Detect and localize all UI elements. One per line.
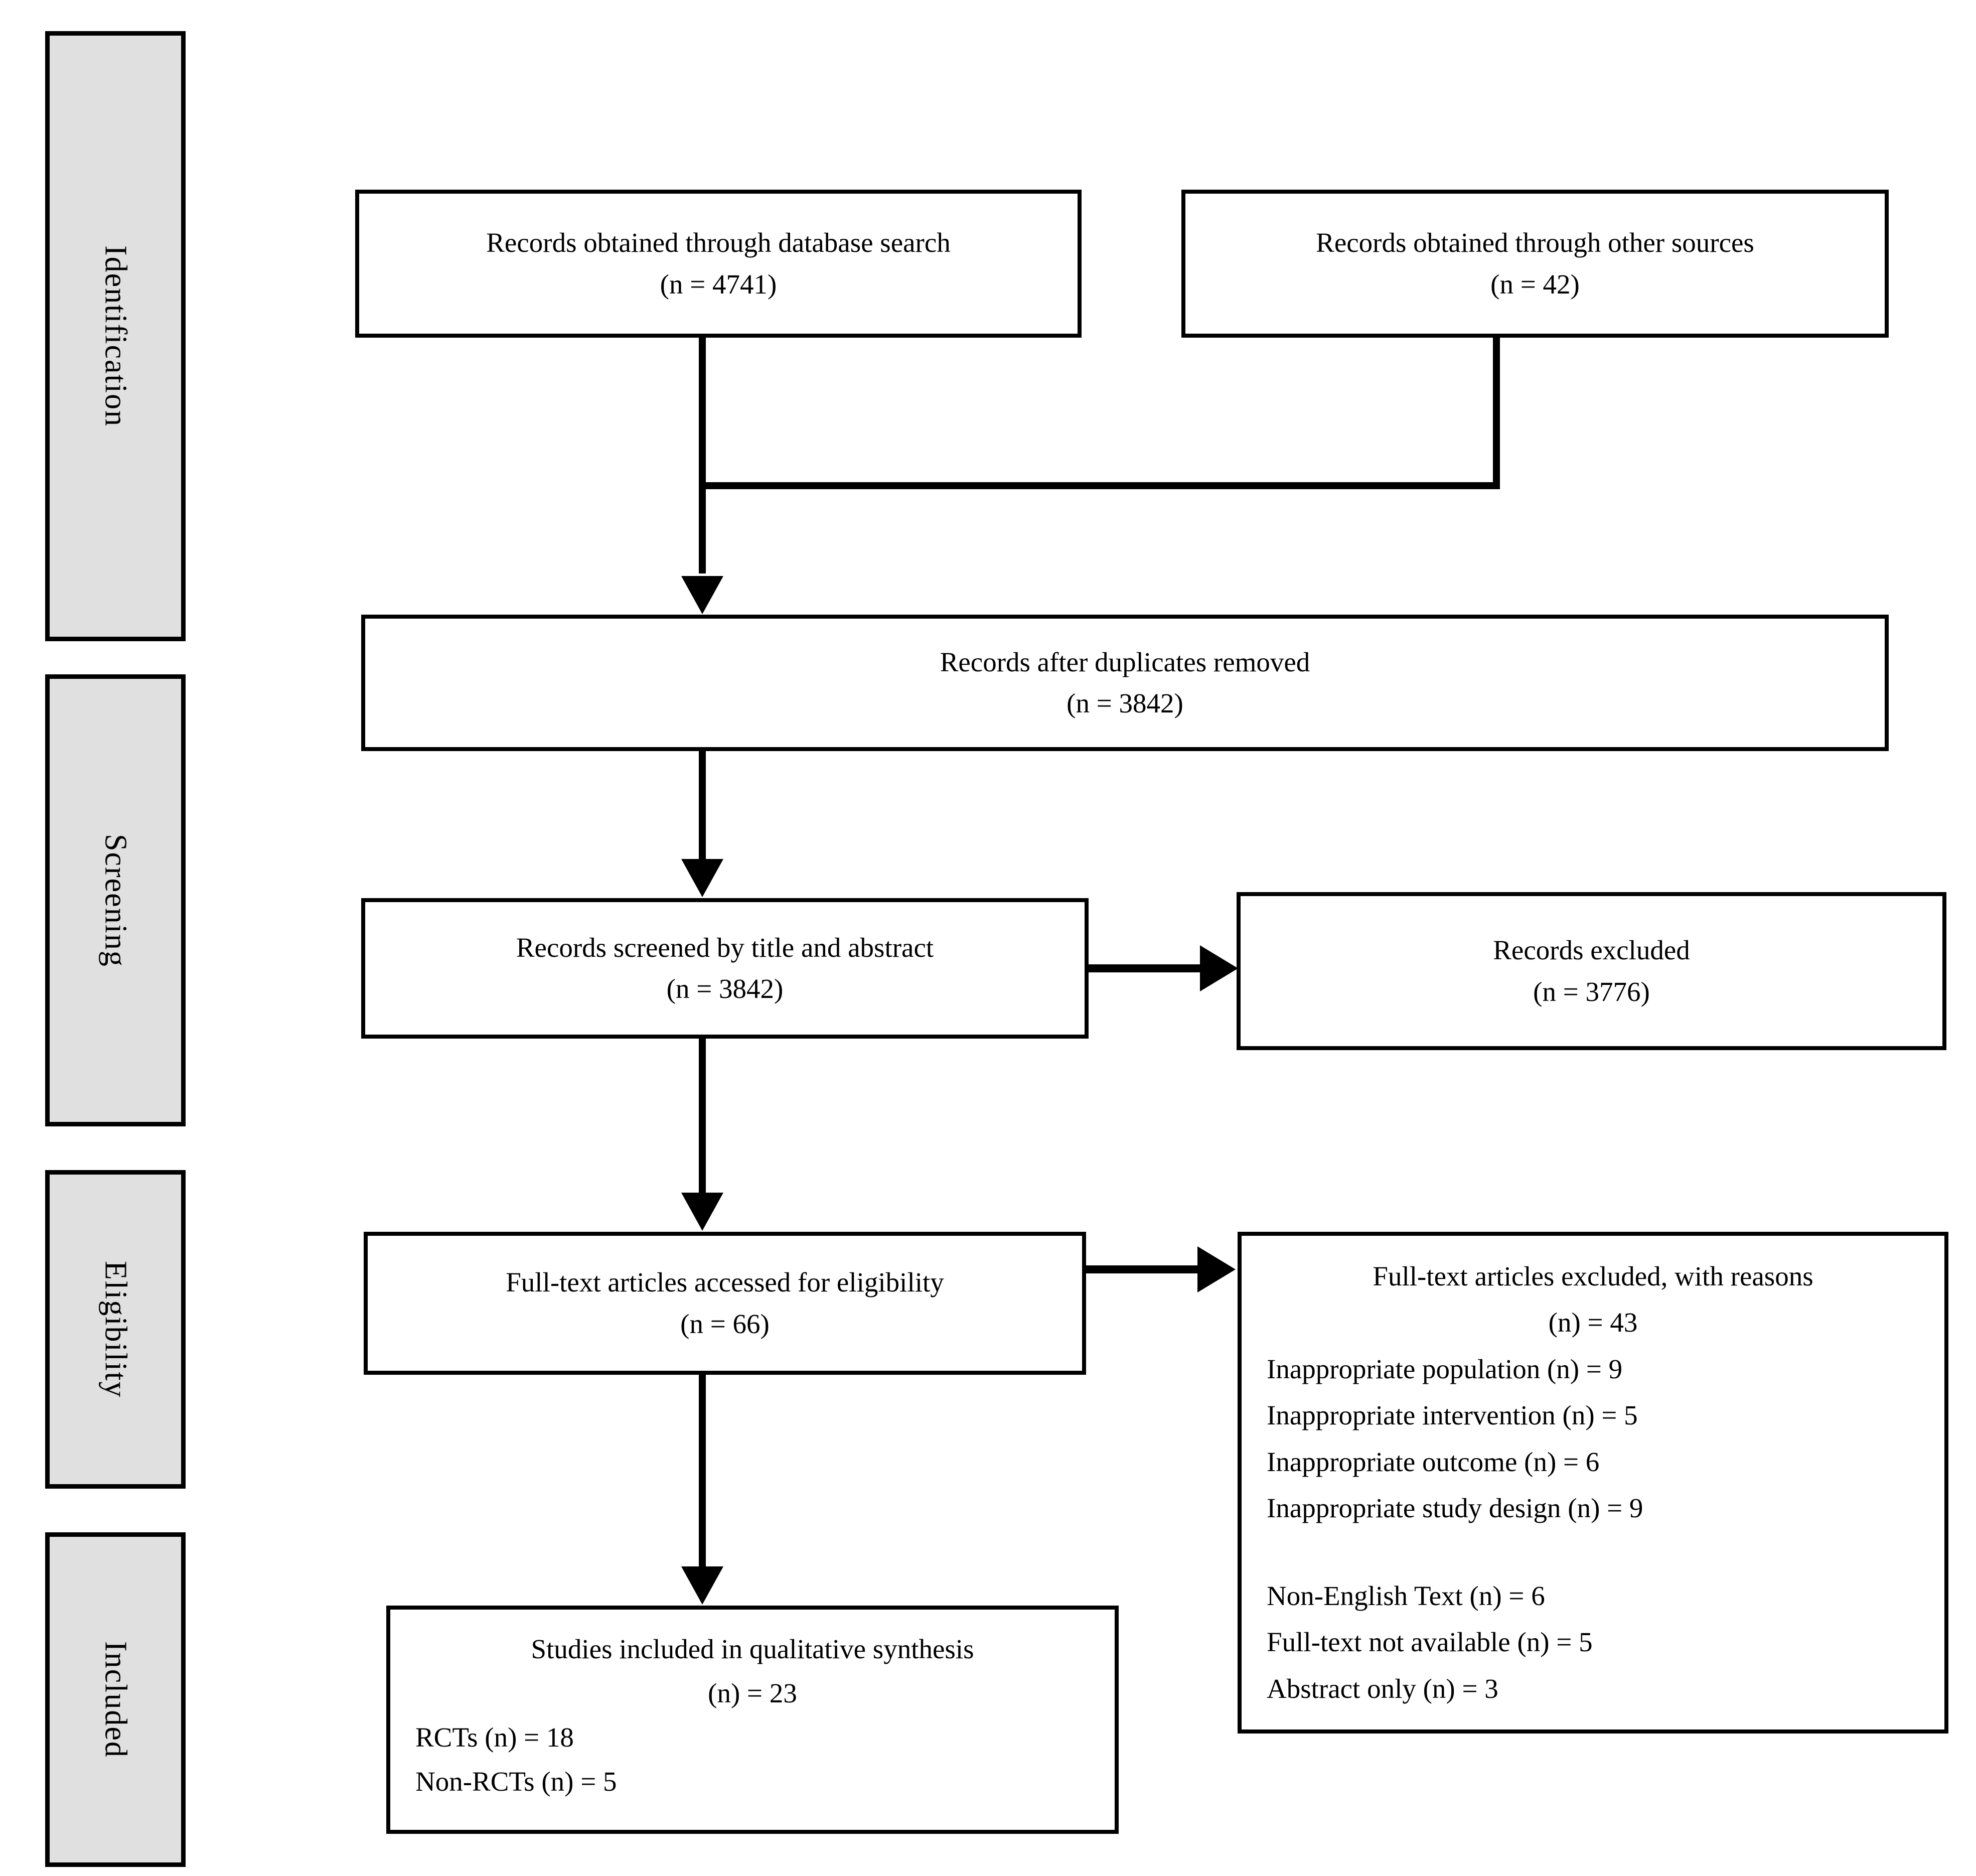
connector-fulltext-to-included	[699, 1375, 706, 1568]
exclusion-reason: Inappropriate population (n) = 9	[1267, 1353, 1623, 1384]
node-other-sources-count: (n = 42)	[1490, 268, 1580, 300]
arrowhead-right-icon	[1197, 1246, 1236, 1292]
stage-eligibility-label: Eligibility	[98, 1260, 133, 1398]
blank-line	[1267, 1531, 1919, 1572]
connector-dbsearch-down	[699, 338, 706, 573]
node-fulltext-excluded-count: (n) = 43	[1548, 1307, 1638, 1338]
stage-screening-label: Screening	[98, 833, 133, 967]
connector-othersources-down	[1493, 338, 1500, 489]
node-duplicates-removed-line1: Records after duplicates removed	[940, 646, 1310, 677]
node-included-studies-title: Studies included in qualitative synthesi…	[531, 1634, 974, 1664]
node-fulltext-accessed: Full-text articles accessed for eligibil…	[364, 1232, 1086, 1375]
node-duplicates-removed-count: (n = 3842)	[1067, 688, 1183, 718]
node-screened: Records screened by title and abstract (…	[361, 898, 1089, 1039]
node-included-studies: Studies included in qualitative synthesi…	[386, 1606, 1119, 1834]
arrowhead-down-icon	[681, 1193, 723, 1231]
arrowhead-right-icon	[1200, 945, 1238, 991]
exclusion-reason: Non-English Text (n) = 6	[1267, 1580, 1545, 1611]
exclusion-reason: Inappropriate outcome (n) = 6	[1267, 1446, 1600, 1477]
included-detail: Non-RCTs (n) = 5	[415, 1766, 617, 1797]
stage-identification-label: Identification	[98, 245, 133, 427]
node-included-studies-count: (n) = 23	[708, 1678, 797, 1708]
node-fulltext-accessed-line1: Full-text articles accessed for eligibil…	[506, 1267, 944, 1297]
exclusion-reason: Inappropriate study design (n) = 9	[1267, 1492, 1643, 1523]
node-other-sources-line1: Records obtained through other sources	[1316, 227, 1754, 258]
stage-included: Included	[45, 1532, 186, 1867]
exclusion-reason: Abstract only (n) = 3	[1267, 1673, 1498, 1704]
connector-duplicates-to-screened	[699, 751, 706, 861]
stage-eligibility: Eligibility	[45, 1170, 186, 1489]
node-screened-line1: Records screened by title and abstract	[516, 932, 934, 963]
node-database-search-line1: Records obtained through database search	[486, 227, 951, 258]
node-screened-count: (n = 3842)	[666, 973, 784, 1004]
node-database-search: Records obtained through database search…	[355, 190, 1082, 338]
exclusion-reason: Full-text not available (n) = 5	[1267, 1627, 1593, 1658]
exclusion-reason: Inappropriate intervention (n) = 5	[1267, 1400, 1638, 1431]
arrowhead-down-icon	[681, 1566, 723, 1605]
stage-screening: Screening	[45, 674, 186, 1126]
connector-merge-horizontal	[699, 482, 1500, 489]
node-other-sources: Records obtained through other sources (…	[1181, 190, 1889, 338]
stage-identification: Identification	[45, 31, 186, 641]
node-fulltext-accessed-count: (n = 66)	[680, 1308, 770, 1339]
connector-screened-to-fulltext	[699, 1039, 706, 1194]
arrowhead-down-icon	[681, 576, 723, 614]
node-database-search-count: (n = 4741)	[660, 268, 777, 300]
node-duplicates-removed: Records after duplicates removed (n = 38…	[361, 615, 1889, 751]
connector-fulltext-to-ftexcluded	[1086, 1265, 1199, 1273]
node-records-excluded: Records excluded (n = 3776)	[1237, 892, 1946, 1050]
node-fulltext-excluded-title: Full-text articles excluded, with reason…	[1373, 1261, 1813, 1291]
node-fulltext-excluded: Full-text articles excluded, with reason…	[1238, 1232, 1948, 1734]
node-records-excluded-count: (n = 3776)	[1533, 976, 1650, 1007]
included-detail: RCTs (n) = 18	[415, 1722, 574, 1753]
connector-screened-to-excluded	[1089, 964, 1201, 972]
arrowhead-down-icon	[681, 859, 723, 897]
node-records-excluded-line1: Records excluded	[1493, 935, 1690, 965]
stage-included-label: Included	[98, 1641, 133, 1758]
